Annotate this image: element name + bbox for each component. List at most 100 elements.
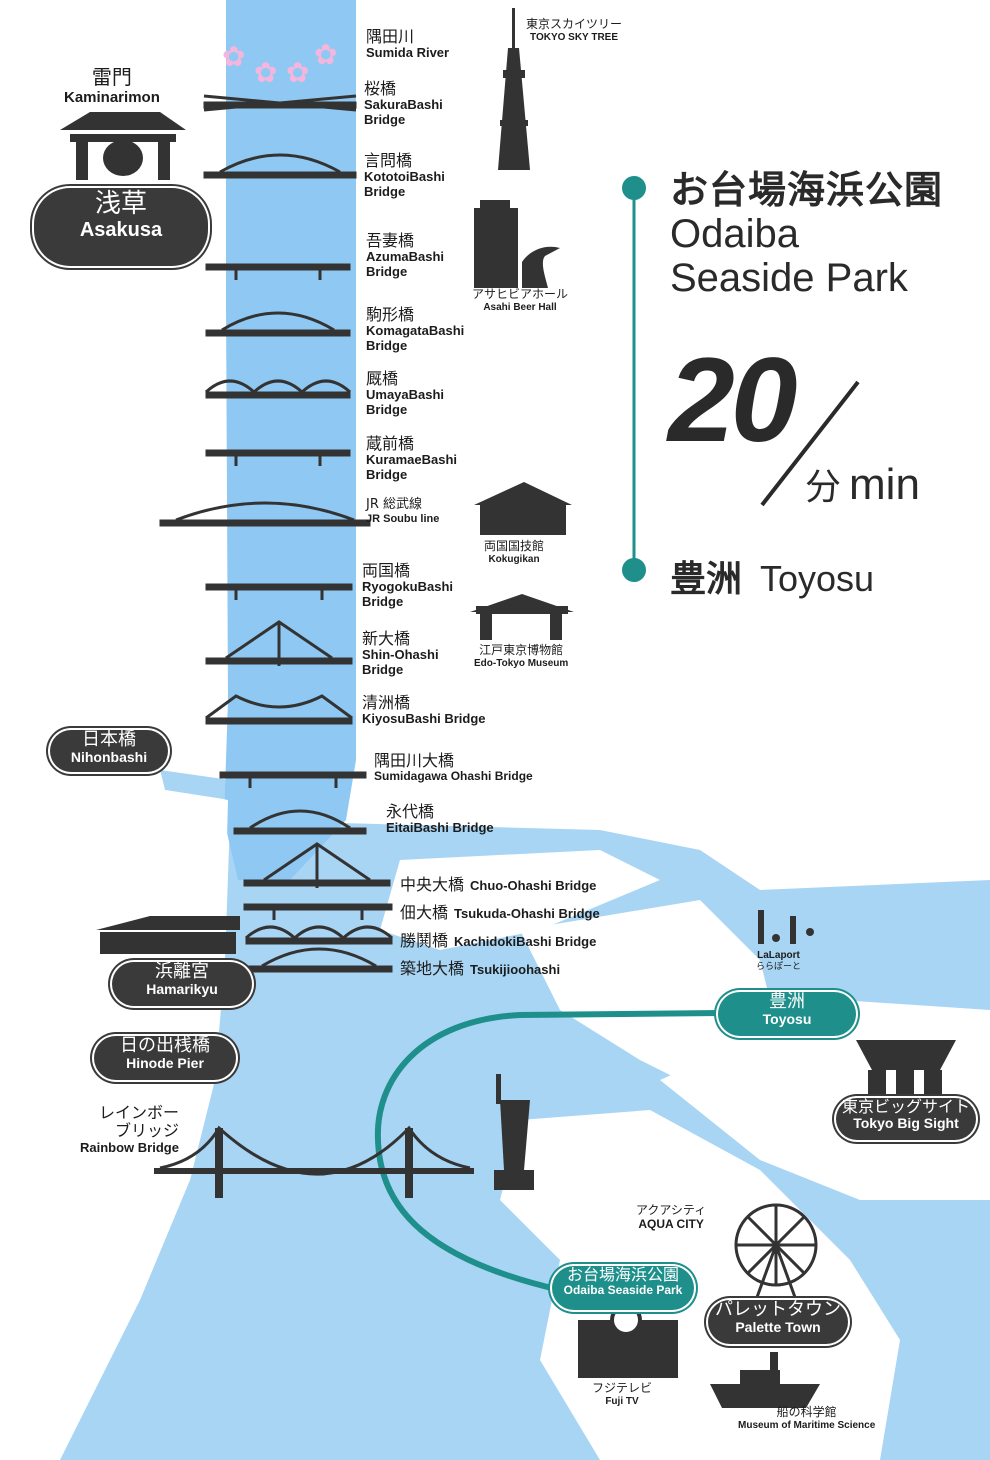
- maritime-en: Museum of Maritime Science: [738, 1419, 876, 1431]
- rainbow-bridge-icon: [154, 1125, 474, 1198]
- station-nihonbashi[interactable]: 日本橋 Nihonbashi: [50, 730, 168, 772]
- asahi-en: Asahi Beer Hall: [483, 301, 557, 313]
- bridge-jp: 清洲橋: [362, 693, 411, 712]
- bridge-en: KuramaeBashi: [366, 452, 458, 468]
- station-nihonbashi-en: Nihonbashi: [70, 748, 148, 765]
- kokugikan-icon: [474, 482, 572, 535]
- ferry-route-line: [374, 1010, 721, 1293]
- rainbow-jp1: レインボー: [98, 1103, 179, 1122]
- bridge-deck: [205, 263, 351, 271]
- bridge-en2: Bridge: [362, 594, 404, 610]
- skytree-en: TOKYO SKY TREE: [530, 31, 618, 43]
- svg-text:✿: ✿: [254, 56, 277, 89]
- bridge-structure: [205, 694, 353, 720]
- bridge-en: Tsukuda-Ohashi Bridge: [454, 906, 600, 921]
- asahi-caption: アサヒビアホール Asahi Beer Hall: [472, 287, 568, 313]
- bridge-label-sakurabashi: 桜橋 SakuraBashi Bridge: [364, 79, 443, 128]
- station-odaiba-seaside-park[interactable]: お台場海浜公園 Odaiba Seaside Park: [552, 1266, 694, 1310]
- route-duration: 20: [668, 333, 797, 467]
- big-sight-icon: [856, 1040, 956, 1096]
- bridge-jp: 桜橋: [364, 79, 397, 98]
- hamarikyu-building-icon: [96, 916, 240, 954]
- bridge-en: RyogokuBashi: [362, 579, 454, 595]
- edo-jp: 江戸東京博物館: [479, 643, 564, 657]
- station-asakusa-en: Asakusa: [79, 218, 163, 241]
- lalaport-en: LaLaport: [757, 950, 800, 961]
- river-label-jp: 隅田川: [366, 27, 415, 46]
- bridge-structure: [219, 153, 341, 174]
- bridge-deck: [205, 717, 353, 725]
- bridge-en: UmayaBashi: [366, 387, 445, 403]
- route-title-en1: Odaiba: [670, 211, 799, 256]
- bridge-structure: [263, 842, 371, 888]
- rainbow-bridge-caption: レインボー ブリッジ Rainbow Bridge: [80, 1103, 179, 1156]
- bridge-label-sumidagawa-ohashi: 隅田川大橋 Sumidagawa Ohashi Bridge: [374, 751, 533, 784]
- rainbow-jp2: ブリッジ: [114, 1121, 179, 1141]
- dest-en: Toyosu: [760, 558, 875, 599]
- station-hamarikyu[interactable]: 浜離宮 Hamarikyu: [112, 962, 252, 1006]
- route-title-jp: お台場海浜公園: [670, 168, 944, 212]
- kaminarimon-gate-icon: [60, 112, 186, 180]
- bridge-jp: 言問橋: [364, 151, 413, 170]
- station-asakusa-jp: 浅草: [94, 189, 147, 219]
- bridge-en: SakuraBashi: [364, 97, 443, 113]
- bridge-en2: Bridge: [364, 184, 406, 200]
- bridge-deck: [219, 771, 367, 779]
- bridge-structure: [272, 910, 364, 920]
- nihonbashi-canal: [160, 770, 230, 800]
- bridge-structure: [244, 925, 394, 941]
- station-big-sight[interactable]: 東京ビッグサイト Tokyo Big Sight: [836, 1098, 976, 1140]
- ferris-wheel-icon: [734, 1203, 818, 1301]
- dest-jp: 豊洲: [670, 559, 743, 600]
- bridge-label-ryogokubashi: 両国橋 RyogokuBashi Bridge: [362, 561, 454, 610]
- bridge-label-jr-soubu: JR 総武線 JR Soubu line: [366, 497, 439, 526]
- bridge-deck: [205, 449, 351, 457]
- bridge-structure: [221, 311, 335, 332]
- unit-en: min: [849, 460, 920, 509]
- fujitv-jp: フジテレビ: [592, 1381, 653, 1395]
- bridge-jp: 両国橋: [362, 561, 411, 580]
- aquacity-caption: アクアシティ AQUA CITY: [636, 1203, 706, 1232]
- station-hamarikyu-jp: 浜離宮: [155, 961, 209, 982]
- bridge-en: KachidokiBashi Bridge: [454, 934, 597, 949]
- station-palette-en: Palette Town: [735, 1318, 821, 1335]
- bridge-structure: [234, 456, 322, 466]
- bridge-jp: 中央大橋: [400, 875, 465, 894]
- bridge-icons: [159, 94, 394, 973]
- bridge-label-eitaibashi: 永代橋 EitaiBashi Bridge: [386, 802, 494, 836]
- station-palette-town[interactable]: パレットタウン Palette Town: [708, 1300, 848, 1344]
- kokugikan-en: Kokugikan: [488, 553, 540, 565]
- bridge-structure: [248, 778, 338, 788]
- skytree-jp: 東京スカイツリー: [526, 17, 623, 31]
- bridge-jp: 蔵前橋: [366, 434, 415, 453]
- station-toyosu[interactable]: 豊洲 Toyosu: [718, 992, 856, 1036]
- station-nihonbashi-jp: 日本橋: [82, 729, 136, 750]
- cherry-blossom-icons: ✿✿ ✿✿: [222, 38, 337, 89]
- bridge-structure: [249, 809, 351, 830]
- bridge-label-kiyosubashi: 清洲橋 KiyosuBashi Bridge: [362, 693, 486, 727]
- bridge-label-kuramaebashi: 蔵前橋 KuramaeBashi Bridge: [366, 434, 458, 483]
- bridge-en2: Bridge: [366, 264, 408, 280]
- bridge-jp: 新大橋: [362, 629, 411, 648]
- bridge-structure: [234, 590, 324, 600]
- bridge-jp: JR 総武線: [366, 497, 422, 512]
- station-hinode-pier[interactable]: 日の出桟橋 Hinode Pier: [94, 1036, 236, 1080]
- svg-text:✿: ✿: [222, 40, 245, 73]
- bridge-deck: [243, 903, 393, 911]
- station-asakusa[interactable]: 浅草 Asakusa: [34, 188, 208, 266]
- bridge-en2: Bridge: [362, 662, 404, 678]
- bridge-label-umayabashi: 厩橋 UmayaBashi Bridge: [366, 369, 445, 418]
- bridge-en2: Bridge: [366, 467, 408, 483]
- aquacity-en: AQUA CITY: [638, 1216, 704, 1231]
- bridge-deck: [159, 519, 371, 527]
- station-toyosu-en: Toyosu: [762, 1010, 812, 1027]
- bridge-structure: [261, 947, 377, 968]
- bridge-jp: 築地大橋: [400, 959, 465, 978]
- station-palette-jp: パレットタウン: [715, 1299, 841, 1320]
- bridge-label-shin-ohashi: 新大橋 Shin-Ohashi Bridge: [362, 629, 439, 678]
